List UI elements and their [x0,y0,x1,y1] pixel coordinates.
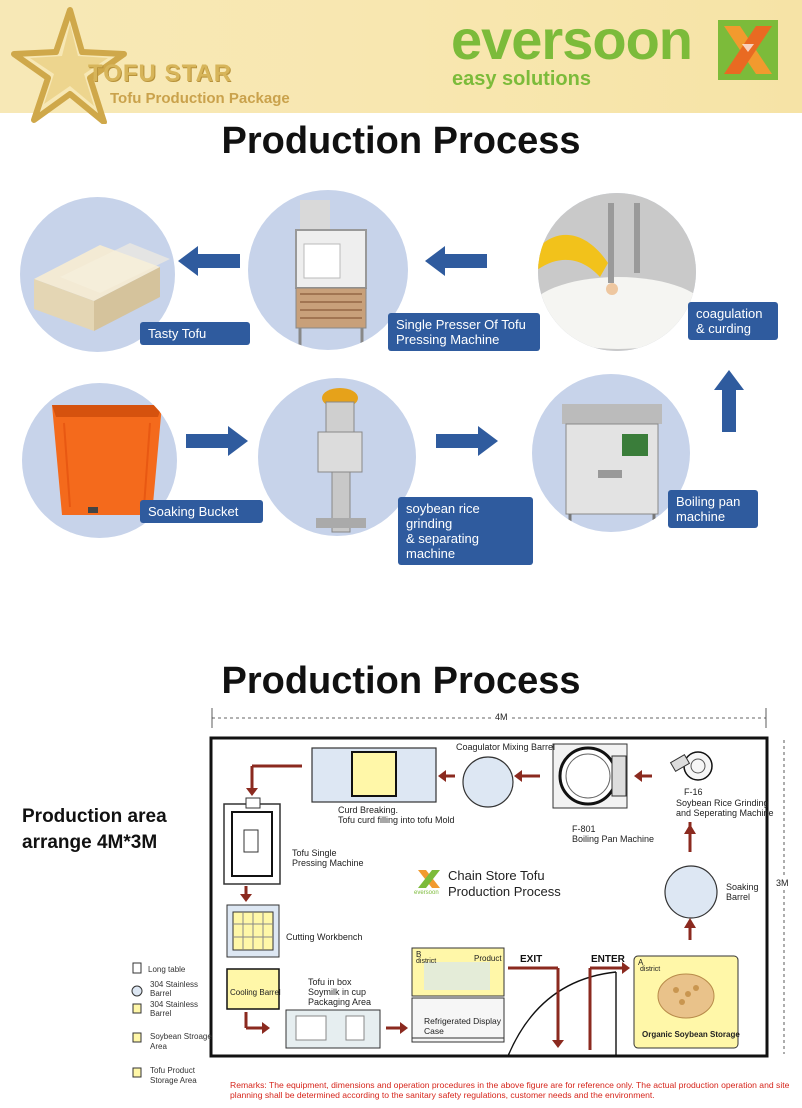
legend-product-b: Storage Area [150,1076,197,1085]
arrow-up [714,370,744,432]
a-letter: A [638,958,644,967]
b-district-label: district [416,958,437,965]
arrow-right-1 [186,426,248,456]
boiling-pan-label: Boiling Pan Machine [572,834,655,844]
grinding-machine-icon [316,388,366,533]
organic-storage-label: Organic Soybean Storage [642,1030,740,1039]
soaking-barrel-label-2: Barrel [726,892,751,902]
label-coagulation: coagulation & curding [688,302,778,340]
arrow-left-1 [178,246,240,276]
legend-soybean-a: Soybean Stroage [150,1032,212,1041]
arrow-left-2 [425,246,487,276]
exit-label: EXIT [520,954,543,965]
fridge-label-2: Case [424,1026,444,1036]
center-logo-text: eversoon [414,890,439,896]
legend-barrel-2a: 304 Stainless [150,1000,199,1009]
boiling-pan-icon [562,404,662,528]
f801-label: F-801 [572,824,596,834]
b-letter: B [416,950,422,959]
label-soaking-bucket: Soaking Bucket [140,500,263,523]
star-logo-icon [11,7,127,124]
pack-label-2: Soymilk in cup [308,987,367,997]
label-grinding: soybean rice grinding & separating machi… [398,497,533,565]
circle-coagulation [538,193,696,351]
dim-width-label: 4M [492,712,511,722]
f16-label: F-16 [684,787,703,797]
pack-label-3: Packaging Area [308,997,372,1007]
legend-barrel-1a: 304 Stainless [150,980,199,989]
pack-label-1: Tofu in box [308,977,352,987]
cutting-label: Cutting Workbench [286,932,363,942]
circle-tasty-tofu [20,197,175,352]
press-machine-icon [295,200,367,346]
grinding-label-2: and Seperating Machine [676,808,774,818]
soaking-barrel-label-1: Soaking [726,882,759,892]
grinding-label-1: Soybean Rice Grinding [676,798,769,808]
arrow-right-2 [436,426,498,456]
legend-barrel-2b: Barrel [150,1009,172,1018]
cooling-label: Cooling Barrel [230,988,281,997]
brand-subtitle: Tofu Production Package [110,90,290,107]
production-area-title: Production area arrange 4M*3M [22,806,167,853]
eversoon-small-logo-icon [418,870,440,888]
coagulator-label: Coagulator Mixing Barrel [456,742,556,752]
remarks-note: Remarks: The equipment, dimensions and o… [230,1080,790,1100]
enter-label: ENTER [591,954,625,965]
brand-name: TOFU STAR [88,60,233,87]
company-name: eversoon [451,8,693,71]
tofu-block-icon [34,243,170,331]
company-tagline: easy solutions [452,68,591,90]
label-presser: Single Presser Of Tofu Pressing Machine [388,313,540,351]
curd-label-1: Curd Breaking. [338,805,399,815]
header-banner: TOFU STAR Tofu Production Package everso… [0,0,802,124]
circle-boiling [532,374,690,532]
single-press-label-1: Tofu Single [292,848,337,858]
fridge-label-1: Refrigerated Display [424,1016,502,1026]
page-title-top: Production Process [221,120,581,162]
product-label: Product [474,954,502,963]
label-tasty-tofu: Tasty Tofu [140,322,250,345]
floor-plan [131,708,785,1078]
legend-product-a: Tofu Product [150,1066,195,1075]
legend-long-table: Long table [148,965,186,974]
center-title-2: Production Process [448,884,561,899]
single-press-label-2: Pressing Machine [292,858,364,868]
a-district-label: district [640,966,661,973]
circle-presser [248,190,408,350]
eversoon-logo-icon [718,20,778,80]
center-title-1: Chain Store Tofu [448,868,545,883]
label-boiling: Boiling pan machine [668,490,758,528]
page-title-bottom: Production Process [221,660,581,702]
legend-soybean-b: Area [150,1042,167,1051]
circle-grinding [258,378,416,536]
bucket-icon [52,405,162,515]
legend-barrel-1b: Barrel [150,989,172,998]
coagulation-icon [538,193,696,351]
dim-height-label: 3M [776,878,789,888]
curd-label-2: Tofu curd filling into tofu Mold [338,815,455,825]
